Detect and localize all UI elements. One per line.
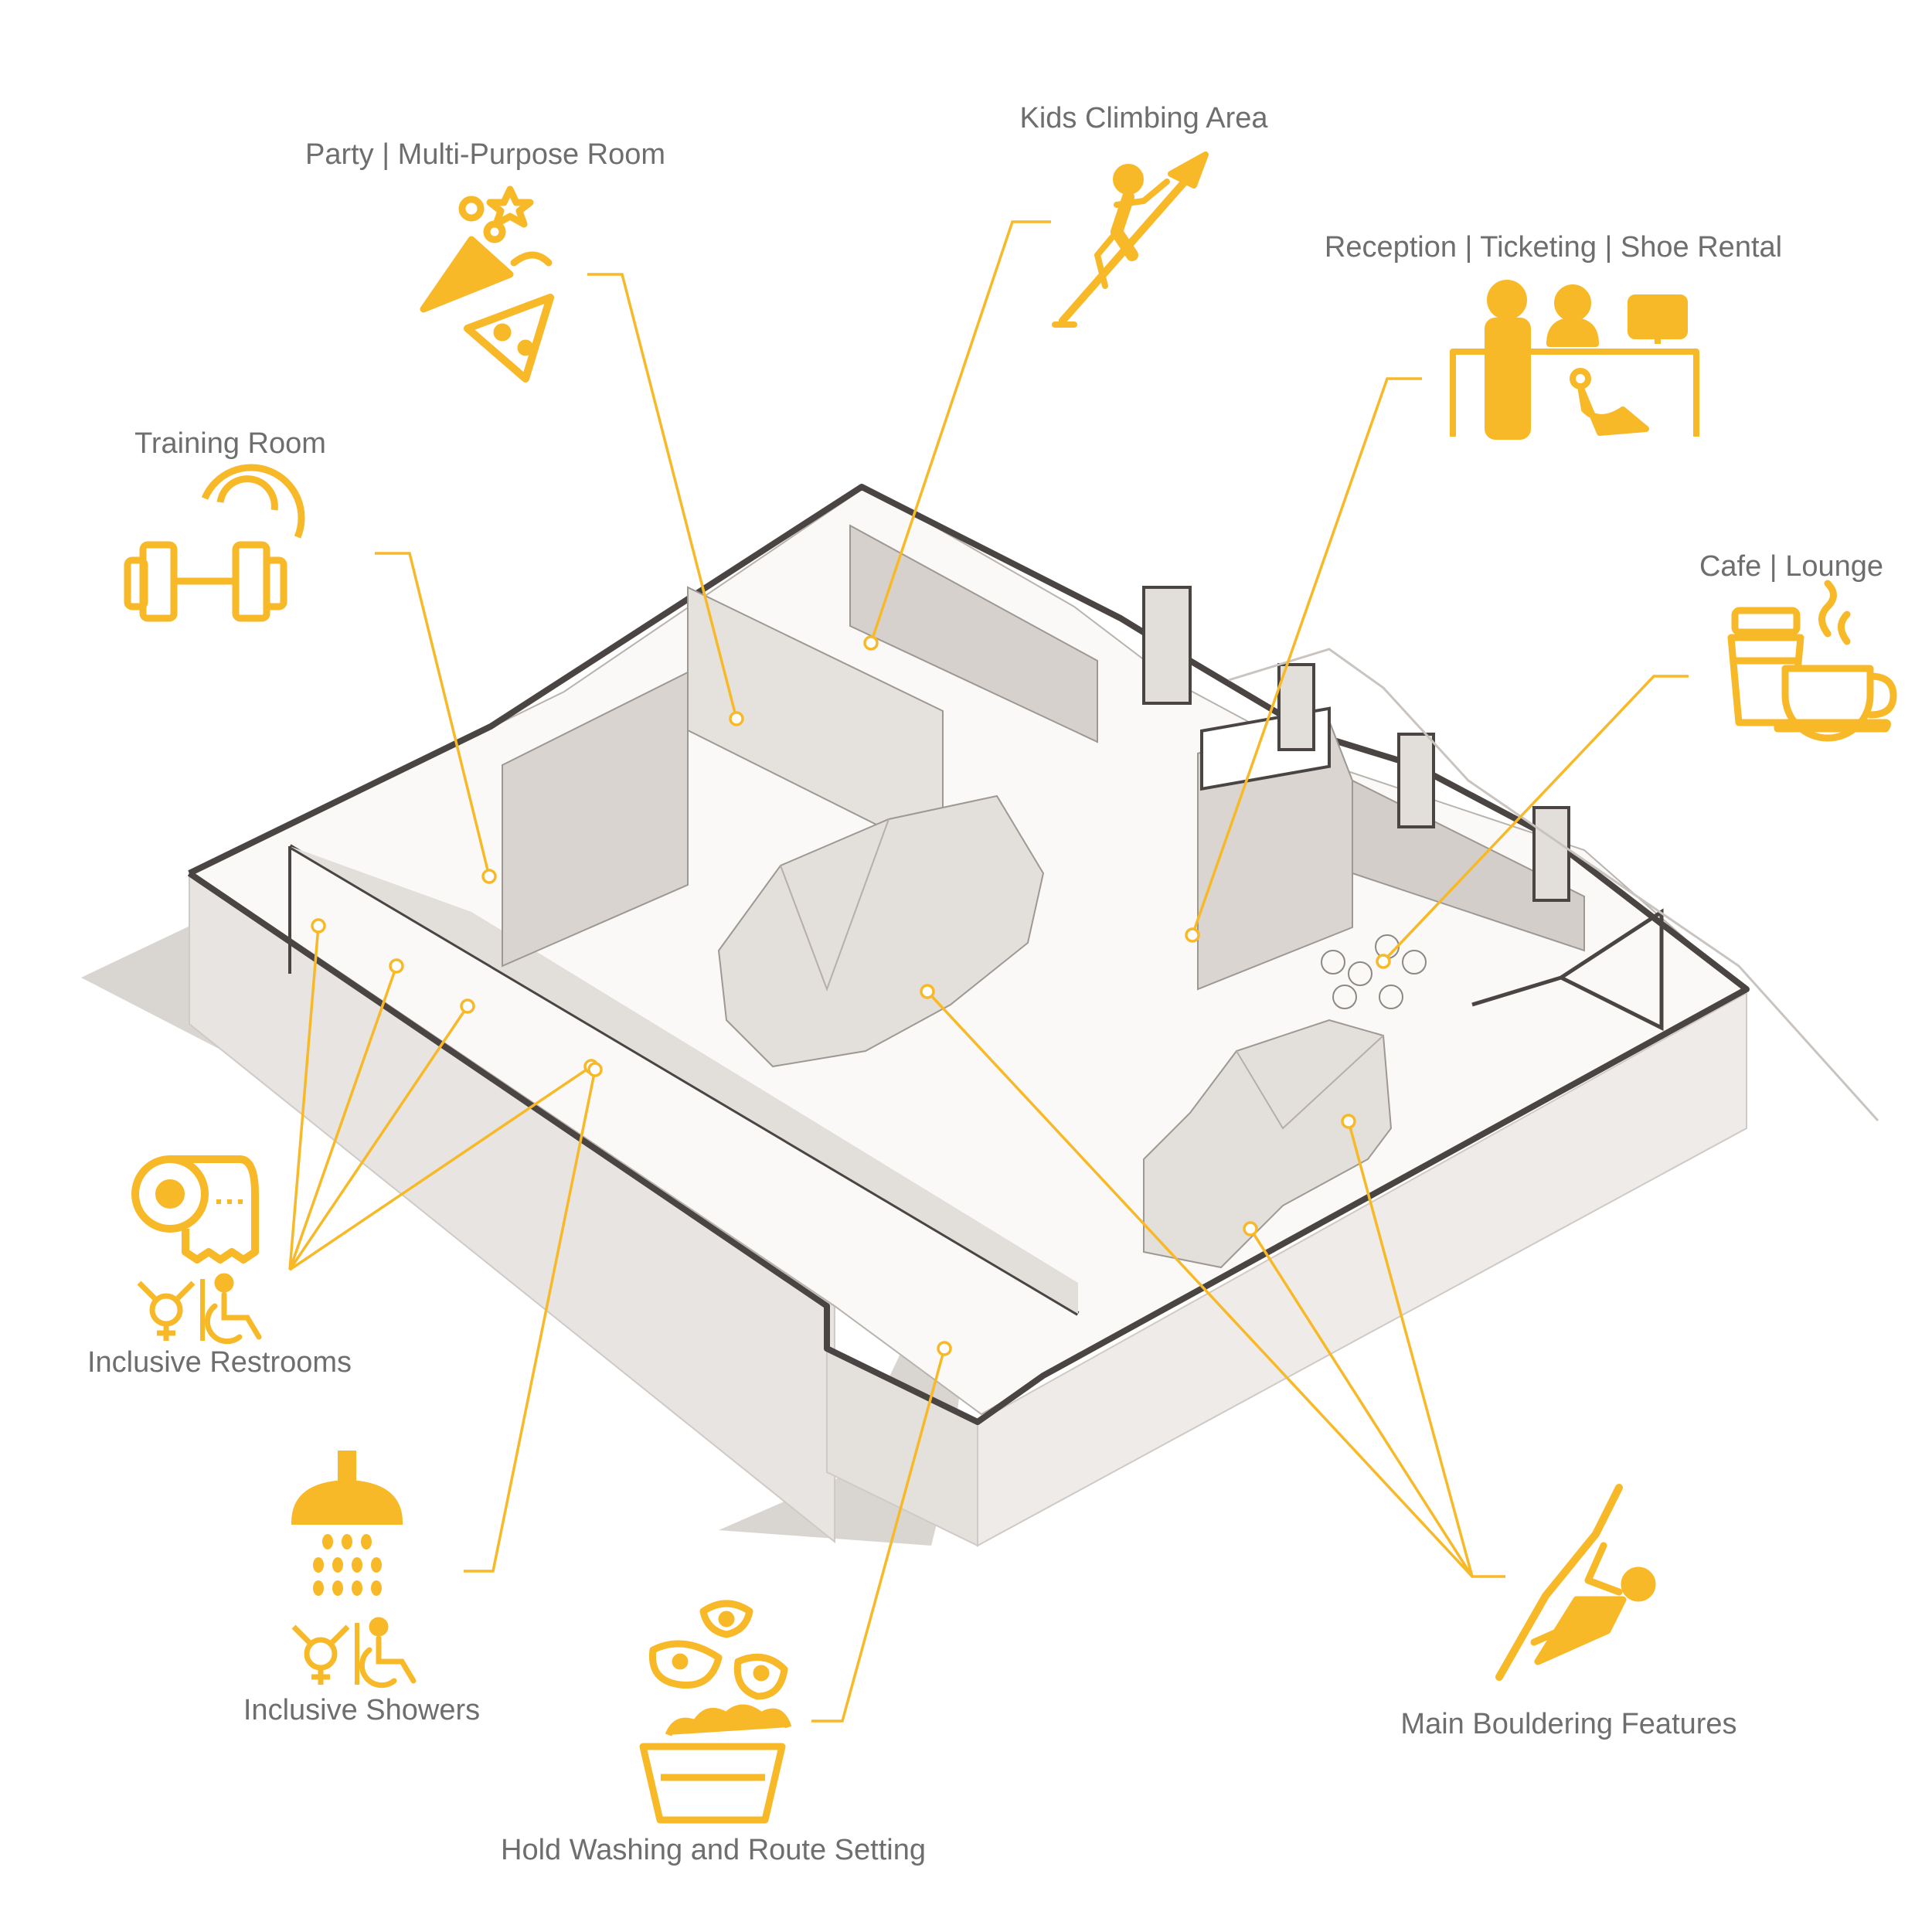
label-showers: Inclusive Showers — [243, 1694, 480, 1726]
outer-wall-top — [187, 484, 1750, 1425]
reception-desk-icon — [1450, 280, 1699, 440]
dumbbell-icon — [124, 464, 305, 622]
cafe-tables — [1321, 934, 1427, 1009]
dot-hold-washing — [937, 1341, 952, 1356]
gender-inclusive-icon — [291, 1624, 350, 1685]
label-restrooms: Inclusive Restrooms — [87, 1346, 352, 1379]
label-kids-area: Kids Climbing Area — [1019, 102, 1268, 134]
boulderer-icon — [1495, 1484, 1656, 1681]
dot-restroom-1 — [311, 918, 326, 934]
dot-restroom-3 — [460, 998, 475, 1014]
hold-washing-basin-icon — [639, 1600, 792, 1824]
dot-boulder-1 — [920, 984, 935, 999]
label-reception: Reception | Ticketing | Shoe Rental — [1325, 231, 1782, 264]
label-bouldering: Main Bouldering Features — [1400, 1708, 1736, 1740]
label-training-room: Training Room — [134, 427, 326, 460]
chimneys — [1142, 586, 1570, 902]
dot-boulder-3 — [1341, 1114, 1356, 1129]
gender-inclusive-icon — [137, 1281, 196, 1341]
dot-showers — [587, 1062, 603, 1077]
shower-head-icon — [291, 1451, 403, 1596]
small-rooms — [1471, 908, 1664, 1032]
main-boulder-center — [717, 794, 1045, 1068]
dot-restroom-2 — [389, 958, 404, 974]
party-popper-pizza-icon — [420, 185, 554, 383]
coffee-cups-icon — [1727, 580, 1897, 742]
label-cafe: Cafe | Lounge — [1699, 550, 1883, 583]
dot-cafe — [1376, 954, 1391, 969]
main-boulder-right — [1143, 1019, 1393, 1269]
dot-party — [729, 711, 744, 726]
kids-wall — [849, 524, 1098, 743]
toilet-paper-icon — [131, 1155, 259, 1264]
leader-lines — [288, 220, 1689, 1723]
child-climber-icon — [1052, 151, 1209, 328]
dot-kids — [863, 635, 879, 651]
dot-boulder-2 — [1243, 1221, 1258, 1236]
party-room-wall — [502, 671, 689, 968]
leader-dots — [311, 635, 1391, 1356]
label-party-room: Party | Multi-Purpose Room — [305, 138, 665, 171]
corridor-wall-face — [290, 846, 1078, 1314]
wheelchair-icon — [359, 1617, 417, 1689]
dot-reception — [1185, 927, 1200, 943]
main-boulder-facets — [780, 818, 889, 992]
exterior-ramp — [1228, 648, 1879, 1122]
zone-labels: Party | Multi-Purpose Room Kids Climbing… — [87, 102, 1883, 1866]
building-drawing — [81, 484, 1879, 1547]
label-hold-washing: Hold Washing and Route Setting — [501, 1834, 926, 1866]
wheelchair-icon — [204, 1273, 262, 1345]
dot-training — [481, 869, 497, 884]
boulder-right-facets — [1236, 1035, 1384, 1130]
